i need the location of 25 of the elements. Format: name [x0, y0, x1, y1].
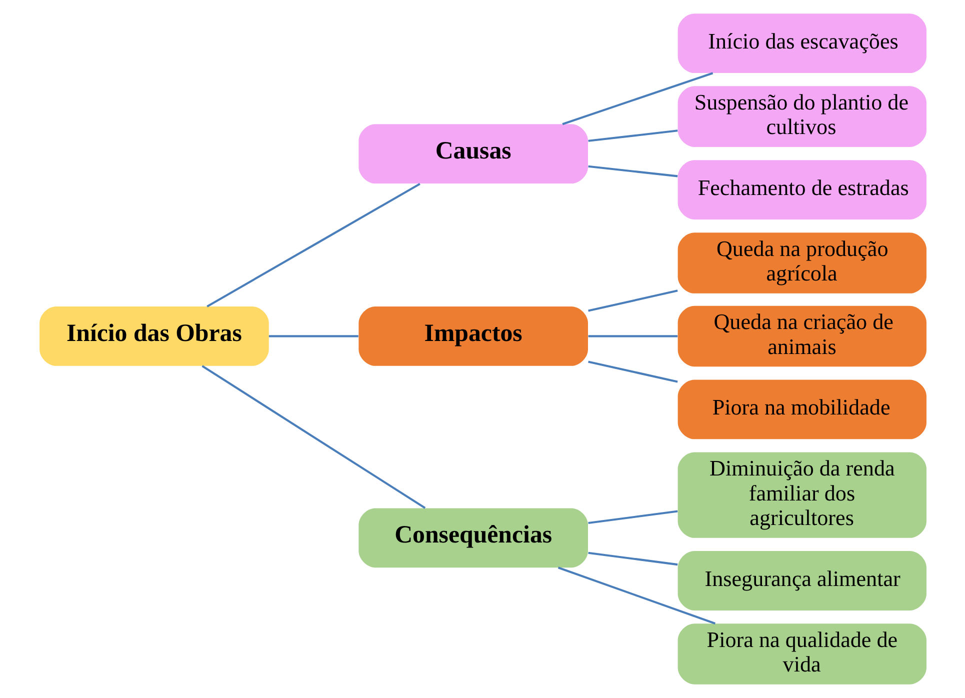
node-box: Queda na produção agrícola — [677, 232, 926, 294]
connector — [206, 182, 420, 308]
node-box: Fechamento de estradas — [677, 160, 926, 220]
node-box: Consequências — [358, 508, 588, 568]
node-box: Impactos — [358, 306, 588, 366]
connector — [201, 365, 426, 509]
node-box: Piora na mobilidade — [677, 380, 926, 440]
node-box: Insegurança alimentar — [677, 551, 926, 610]
node-box: Queda na criação de animais — [677, 306, 926, 367]
connector — [588, 552, 678, 566]
node-box: Diminuição da renda familiar dos agricultores — [677, 452, 926, 538]
connector — [588, 130, 678, 142]
connector — [588, 360, 678, 383]
connector — [268, 335, 358, 338]
node-box: Início das escavações — [677, 14, 926, 74]
node-box: Início das Obras — [39, 306, 268, 366]
connector — [588, 165, 678, 178]
connector — [588, 510, 678, 524]
connector — [588, 335, 678, 338]
connector — [557, 566, 715, 624]
node-box: Causas — [358, 124, 588, 184]
connector — [588, 290, 678, 312]
node-box: Piora na qualidade de vida — [677, 624, 926, 684]
node-box: Suspensão do plantio de cultivos — [677, 86, 926, 147]
connector — [562, 72, 713, 126]
